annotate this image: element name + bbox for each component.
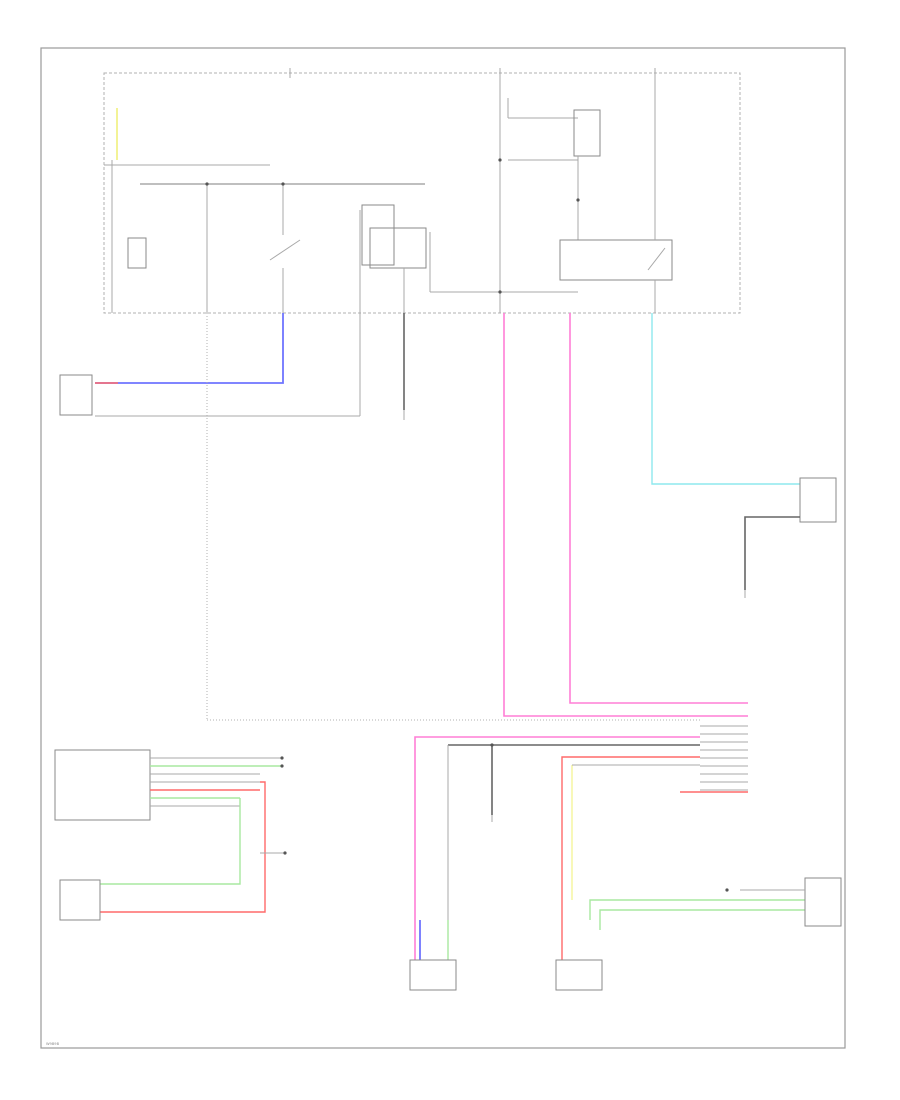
ac-compressor-relay <box>499 78 673 313</box>
ac-control-wires <box>150 757 282 807</box>
footer-code: W9B9B <box>46 1042 60 1046</box>
transmission-connector <box>804 877 842 927</box>
ground-symbols <box>403 410 746 822</box>
ignition-signal-wire-blue <box>95 313 284 384</box>
ignition-relay <box>127 184 301 313</box>
ecm-signal-wire-pink-2 <box>569 313 748 704</box>
page-frame <box>40 47 846 1049</box>
ignition-coil <box>59 374 93 416</box>
camshaft-position-sensor <box>555 959 603 991</box>
compressor-feed-wire-cyan <box>651 313 800 485</box>
ac-control-unit <box>54 749 151 821</box>
ac-compressor <box>799 477 837 523</box>
ac-pressure-sensor <box>59 879 101 921</box>
splice-points <box>205 158 729 892</box>
top-fuses <box>289 68 656 78</box>
crankshaft-position-sensor <box>409 959 457 991</box>
ipdm-module-box <box>103 72 741 314</box>
pink-sensor-wire <box>414 736 700 960</box>
ecm-signal-wire-pink-1 <box>503 313 748 717</box>
fan-control-relay <box>359 204 578 313</box>
red-sensor-wire <box>561 756 700 960</box>
ecm-connector <box>700 725 748 791</box>
